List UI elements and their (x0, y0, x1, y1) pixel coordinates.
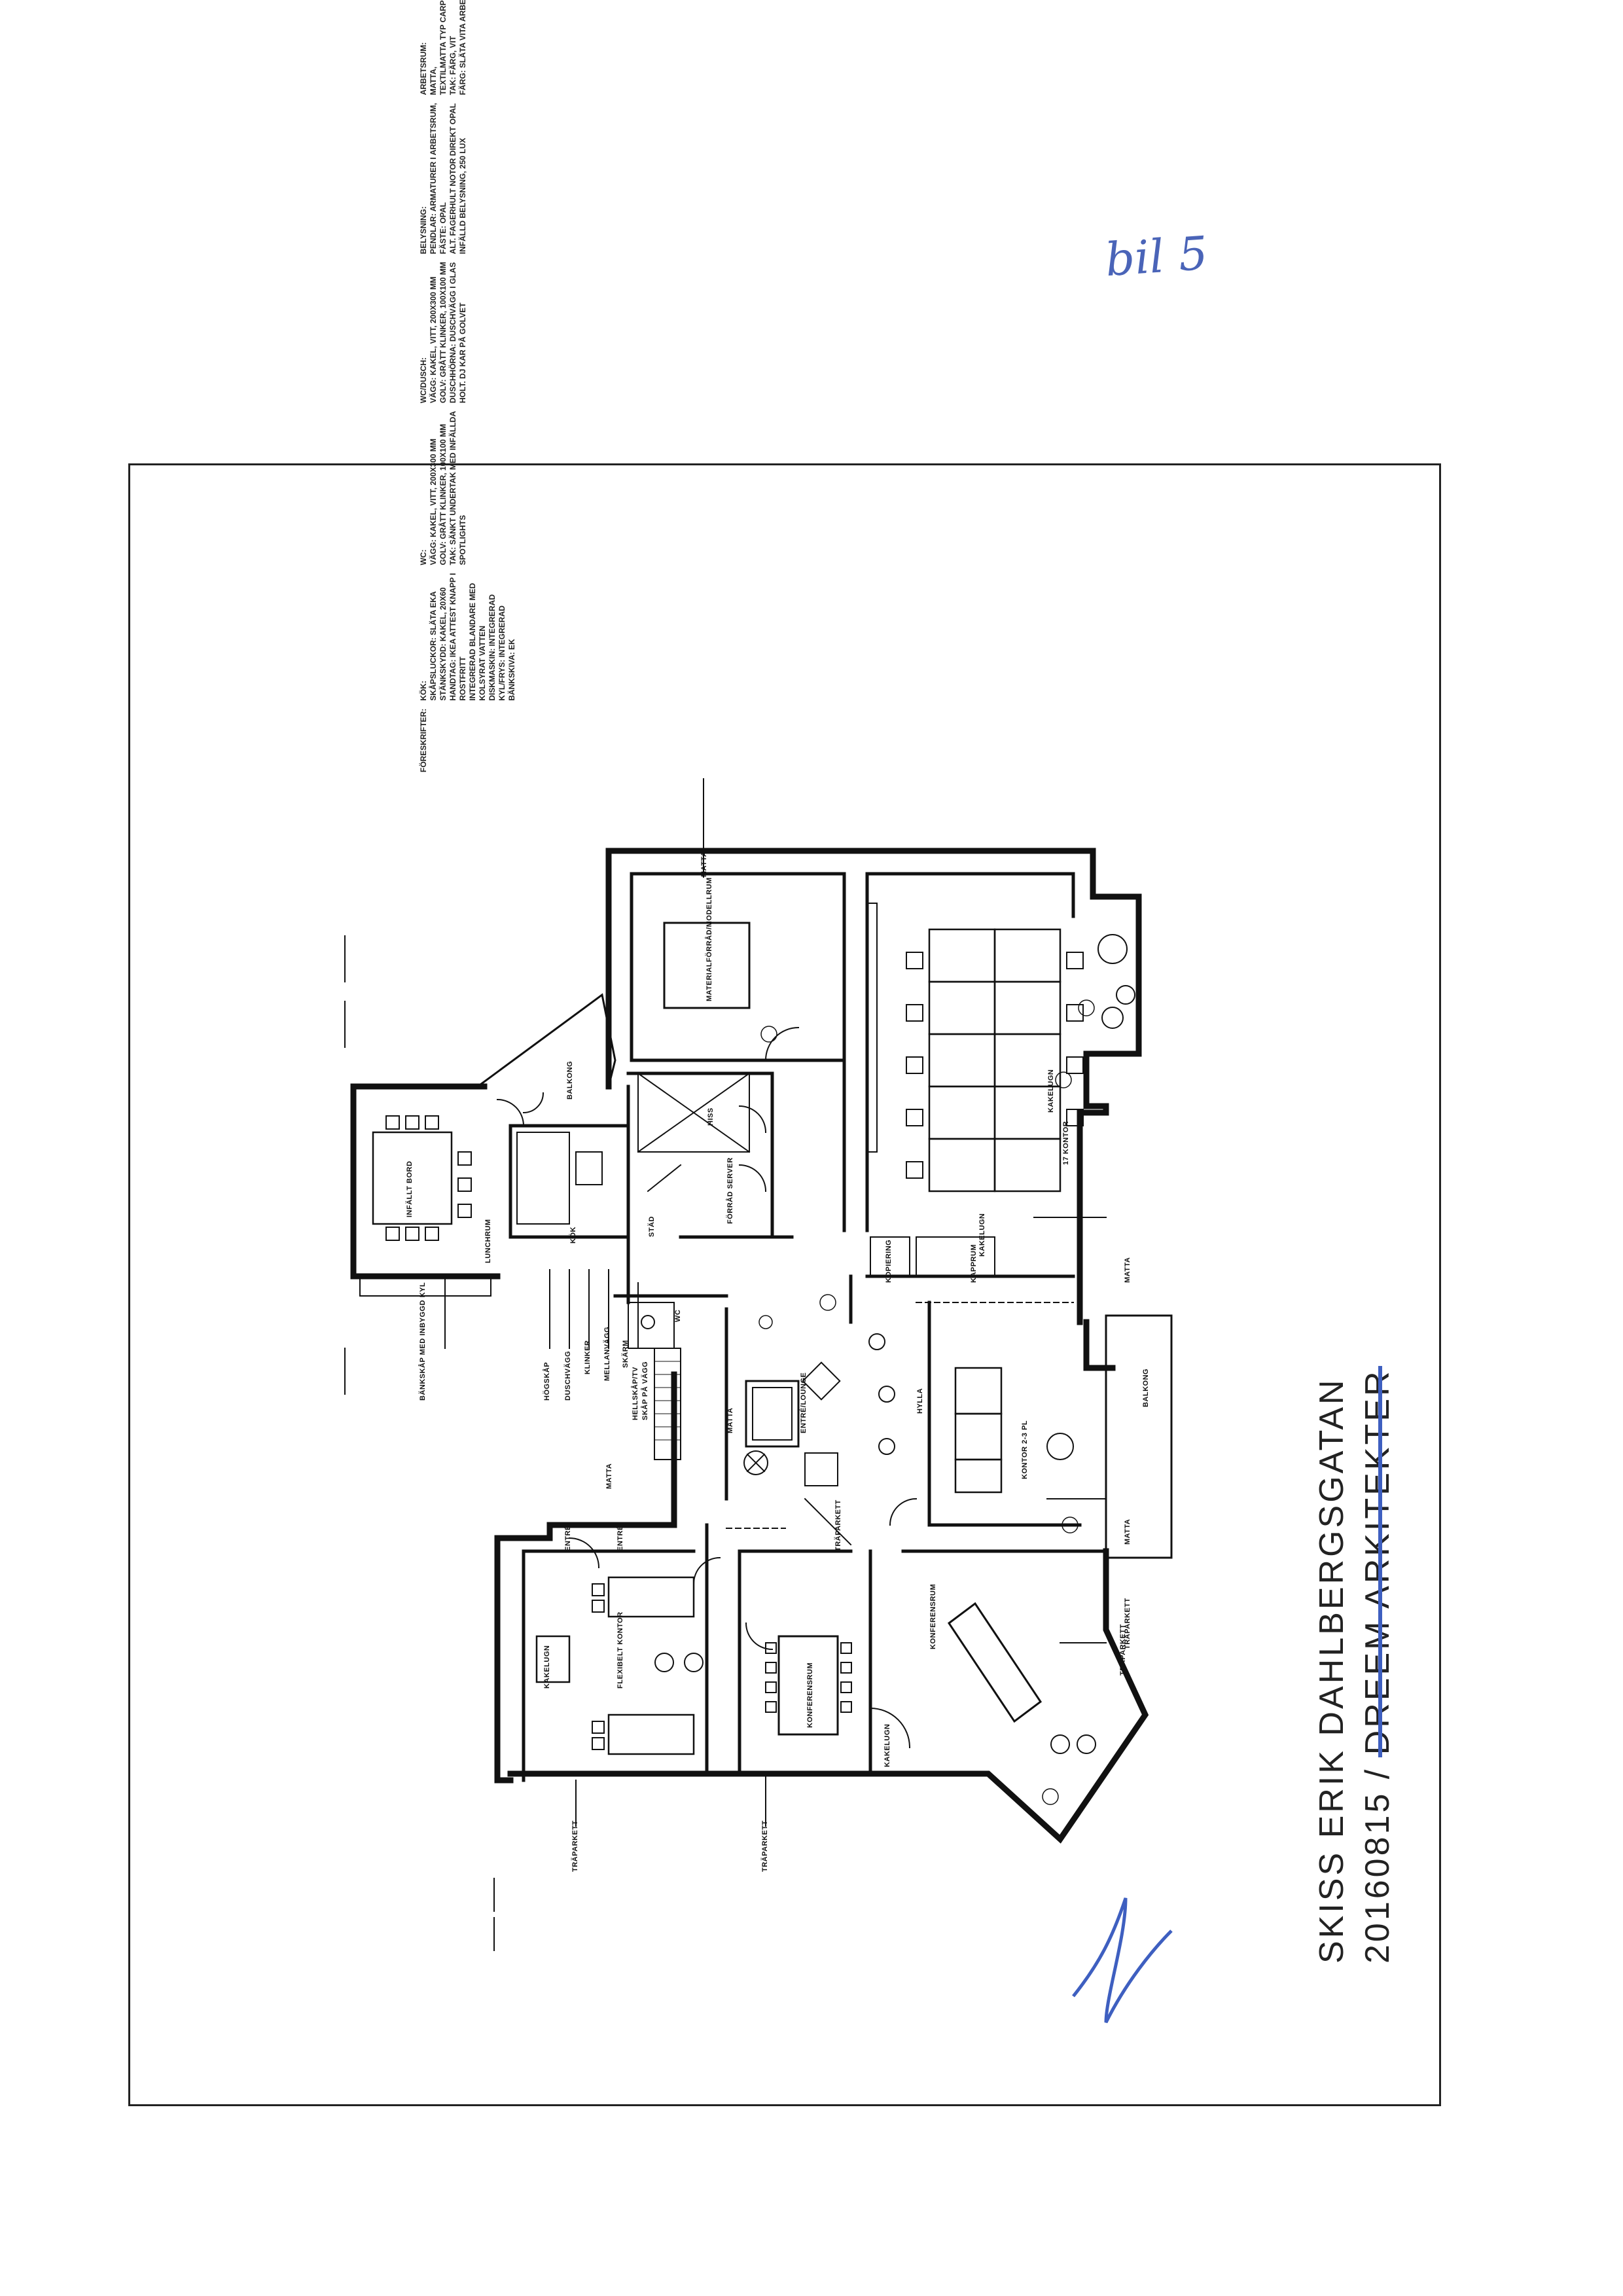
label-kakelugn-2: KAKELUGN (543, 1645, 551, 1689)
label-matta-1: MATTA (700, 851, 708, 877)
callout-mellanvagg: MELLANVÄGG (603, 1326, 611, 1381)
room-stad: STÄD (648, 1216, 656, 1237)
signature-mark (1072, 1897, 1173, 2024)
interior-walls (508, 872, 1108, 1782)
room-materialrum: MATERIALFÖRRÅD/MODELLRUM (705, 877, 713, 1001)
room-hiss: HISS (707, 1107, 715, 1126)
callout-hellskap: HELLSKÅP/TV (632, 1367, 639, 1420)
title-line-1: SKISS ERIK DAHLBERGSGATAN (1313, 1377, 1351, 1964)
label-hylla: HYLLA (916, 1388, 924, 1414)
room-flexibelt: FLEXIBELT KONTOR (616, 1611, 624, 1689)
label-traparkett-1: TRÄPARKETT (571, 1820, 579, 1872)
room-forrad: FÖRRÅD SERVER (726, 1157, 734, 1224)
label-matta-4: MATTA (1124, 1257, 1132, 1283)
room-konferens-large: KONFERENSRUM (929, 1583, 937, 1649)
title-line-2: 20160815 / DREEM ARKITEKTER (1359, 1369, 1397, 1964)
label-entre-2: ENTRÉ (616, 1525, 624, 1551)
room-kontor-2-3: KONTOR 2-3 PL (1021, 1420, 1029, 1479)
title-block: SKISS ERIK DAHLBERGSGATAN 20160815 / DRE… (1309, 1369, 1400, 1964)
callout-skarm: SKÄRM (622, 1340, 630, 1368)
room-lounge: ENTRÉ/LOUNGE (800, 1372, 808, 1433)
label-matta-5: MATTA (1124, 1518, 1132, 1545)
callout-skap-vagg: SKÅP PÅ VÄGG (641, 1361, 649, 1420)
label-traparkett-2: TRÄPARKETT (761, 1820, 769, 1872)
label-infallt-bord: INFÄLLT BORD (406, 1160, 414, 1217)
label-matta-2: MATTA (605, 1463, 613, 1489)
room-balkong-2: BALKONG (1142, 1368, 1150, 1407)
room-kontor-17: 17 KONTOR (1062, 1121, 1070, 1165)
outer-walls (350, 848, 1149, 1844)
label-traparkett-3: TRÄPARKETT (834, 1499, 842, 1551)
callout-duschvagg: DUSCHVÄGG (564, 1350, 572, 1401)
label-kakelugn-1: KAKELUGN (978, 1213, 986, 1257)
room-balkong-1: BALKONG (566, 1060, 574, 1100)
label-entre-1: ENTRÉ (564, 1525, 572, 1551)
struck-company: DREEM ARKITEKTER (1359, 1369, 1397, 1755)
callout-hogskap: HÖGSKÅP (543, 1361, 551, 1401)
room-wc: WC (674, 1309, 682, 1322)
callout-bankskap: BÄNKSKÅP MED INBYGGD KYL (419, 1282, 427, 1401)
room-kopiering: KOPIERING (885, 1239, 893, 1283)
room-lunchrum: LUNCHRUM (484, 1219, 492, 1263)
label-matta-3: MATTA (726, 1407, 734, 1433)
label-kakelugn-4: KAKELUGN (1047, 1069, 1055, 1113)
callout-klinker: KLINKER (584, 1340, 592, 1374)
room-kapprum: KAPPRUM (970, 1244, 978, 1283)
room-konferens-small: KONFERENSRUM (806, 1662, 814, 1728)
label-kakelugn-3: KAKELUGN (883, 1723, 891, 1767)
room-kok: KÖK (569, 1227, 577, 1244)
label-traparkett-5: TRÄPARKETT (1124, 1598, 1132, 1649)
drawing-sheet-border (128, 463, 1441, 2106)
